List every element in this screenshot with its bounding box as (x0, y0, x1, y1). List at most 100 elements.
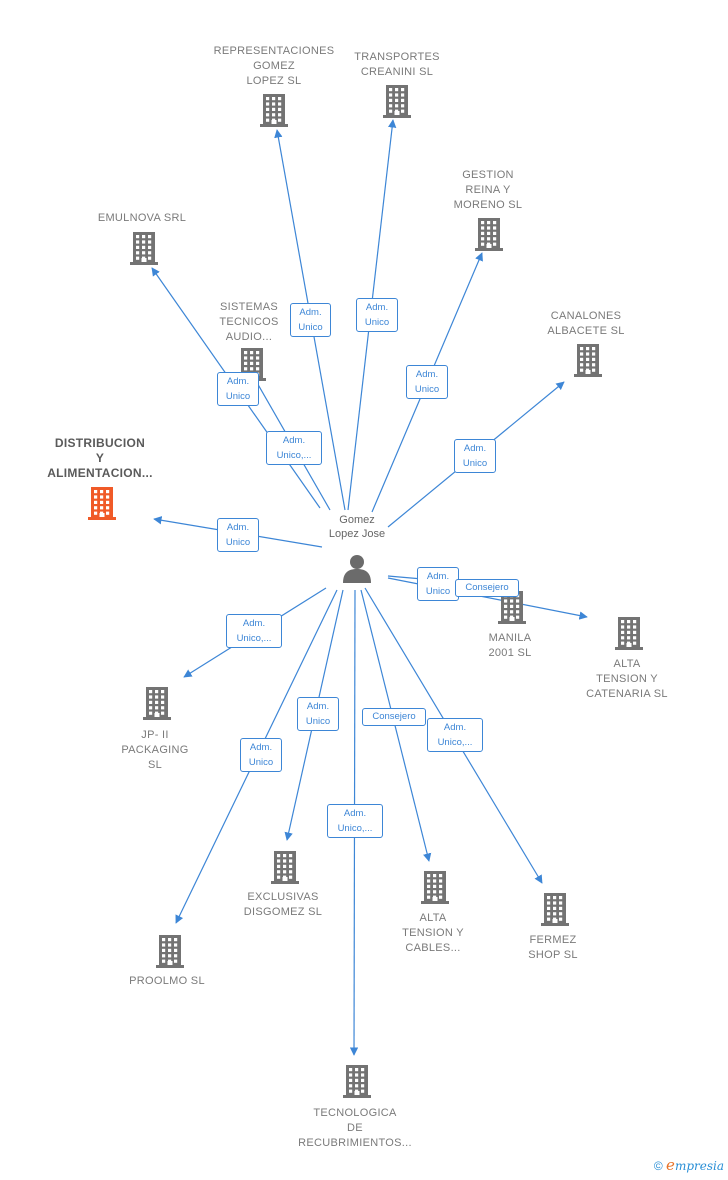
edge-label-line: Unico (305, 716, 331, 727)
edge-label-gest[interactable]: Adm. Unico (406, 365, 448, 399)
edge-label-line: Adm. (226, 376, 250, 387)
building-icon (271, 851, 299, 884)
building-icon (475, 218, 503, 251)
edge-label-line: Unico,... (437, 737, 473, 748)
edge-label-manila[interactable]: Adm. Unico (417, 567, 459, 601)
company-label-line: REPRESENTACIONES (213, 45, 335, 57)
company-label-line: CREANINI SL (360, 66, 434, 78)
company-label-line: RECUBRIMIENTOS... (298, 1137, 412, 1149)
edge-label-tecno[interactable]: Adm. Unico,... (327, 804, 383, 838)
edge-label-line: Unico (298, 322, 323, 333)
edge-label-line: Adm. (415, 369, 439, 380)
company-label-line: DISTRIBUCION (54, 436, 146, 450)
company-label-line: ALBACETE SL (547, 325, 625, 337)
edge-label-altac[interactable]: Consejero (455, 579, 519, 597)
edge-label-dist[interactable]: Adm. Unico (217, 518, 259, 552)
edge-label-line: Adm. (226, 522, 250, 533)
center-name-line2: Lopez Jose (328, 528, 386, 540)
building-icon (421, 871, 449, 904)
company-label-line: ALIMENTACION... (47, 466, 153, 480)
edge-label-line: Adm. (426, 571, 450, 582)
brand-initial: e (666, 1156, 675, 1174)
edge-label-line: Unico (414, 384, 440, 395)
company-label-line: DISGOMEZ SL (243, 906, 323, 918)
company-label: FERMEZ SHOP SL (508, 933, 598, 963)
company-label-line: TENSION Y (402, 927, 464, 939)
edge-label-jp[interactable]: Adm. Unico,... (226, 614, 282, 648)
company-label-line: Y (95, 451, 105, 465)
company-label-line: FERMEZ (529, 934, 577, 946)
company-label-line: PROOLMO SL (129, 975, 205, 987)
company-label-line: SL (147, 759, 163, 771)
edge-label-line: Unico (425, 586, 451, 597)
person-icon (343, 555, 371, 583)
company-label-line: AUDIO... (225, 331, 273, 343)
edge-label-line: Adm. (343, 808, 367, 819)
company-label: TECNOLOGICA DE RECUBRIMIENTOS... (290, 1106, 420, 1151)
edge-label-sist[interactable]: Adm. Unico,... (266, 431, 322, 465)
center-person-node[interactable]: Gomez Lopez Jose (326, 512, 388, 587)
brand-name: mpresia (674, 1159, 724, 1173)
building-icon (143, 687, 171, 720)
company-label-line: TRANSPORTES (354, 51, 440, 63)
edge-label-excl[interactable]: Adm. Unico (297, 697, 339, 731)
edge-label-line: Adm. (443, 722, 467, 733)
company-label-line: EMULNOVA SRL (97, 212, 187, 224)
company-label-line: ALTA (613, 658, 641, 670)
edge-label-line: Unico (225, 391, 251, 402)
edge-label-line: Unico,... (236, 633, 272, 644)
building-icon (88, 487, 116, 520)
company-label-line: MANILA (488, 632, 532, 644)
edge-label-altab[interactable]: Consejero (362, 708, 426, 726)
company-label-line: SHOP SL (528, 949, 578, 961)
edge-label-fermez[interactable]: Adm. Unico,... (427, 718, 483, 752)
building-icon (343, 1065, 371, 1098)
edge-label-line: Consejero (465, 582, 509, 593)
edge-label-line: Adm. (306, 701, 330, 712)
copyright-symbol: © (653, 1159, 663, 1173)
building-icon (615, 617, 643, 650)
building-icon (156, 935, 184, 968)
company-label-line: ALTA (419, 912, 447, 924)
company-label: GESTION REINA Y MORENO SL (438, 168, 538, 213)
edge-label-line: Adm. (365, 302, 389, 313)
company-label-line: REINA Y (465, 184, 511, 196)
edge-label-emul[interactable]: Adm. Unico (217, 372, 259, 406)
edge-label-line: Adm. (242, 618, 266, 629)
edge-label-rep[interactable]: Adm. Unico (290, 303, 331, 337)
company-label-line: JP- II (141, 729, 169, 741)
edge-label-line: Adm. (282, 435, 306, 446)
company-label-line: TECNICOS (219, 316, 279, 328)
company-label-line: LOPEZ SL (246, 75, 302, 87)
edge-label-line: Adm. (249, 742, 273, 753)
company-label-line: CATENARIA SL (586, 688, 668, 700)
edge-label-trans[interactable]: Adm.Unico (356, 298, 398, 332)
edge-label-line: Unico (225, 537, 251, 548)
building-icon (574, 344, 602, 377)
building-icon (130, 232, 158, 265)
edge-label-line: Adm. (299, 307, 322, 318)
edge-label-proolmo[interactable]: Adm.Unico (240, 738, 282, 772)
company-label-line: GESTION (462, 169, 514, 181)
footer-brand[interactable]: © empresia (654, 1156, 724, 1174)
edge-label-line: Unico (462, 458, 488, 469)
company-label-line: EXCLUSIVAS (247, 891, 319, 903)
edge-label-canal[interactable]: Adm. Unico (454, 439, 496, 473)
company-label: EMULNOVA SRL (82, 211, 202, 226)
edge-label-line: Unico,... (337, 823, 373, 834)
building-icon (260, 94, 288, 127)
company-label-line: DE (347, 1122, 363, 1134)
edge-label-line: Adm. (463, 443, 487, 454)
edge-label-line: Unico,... (276, 450, 312, 461)
company-label-line: SISTEMAS (219, 301, 279, 313)
company-label: PROOLMO SL (112, 974, 222, 989)
company-label-line: MORENO SL (453, 199, 523, 211)
company-label-line: TECNOLOGICA (313, 1107, 397, 1119)
